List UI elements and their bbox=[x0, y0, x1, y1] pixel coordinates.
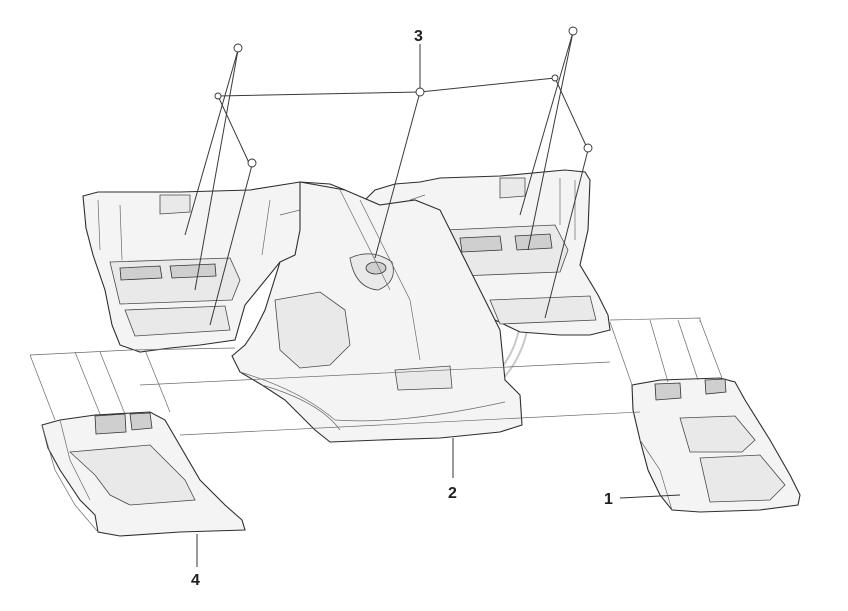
explosion-guide-lines bbox=[29, 317, 723, 436]
clip-icon bbox=[551, 74, 559, 82]
clip-icon bbox=[214, 92, 222, 100]
clip-icon bbox=[233, 43, 243, 53]
callout-leaders bbox=[196, 44, 681, 567]
clip-icon bbox=[247, 158, 257, 168]
fastener-clips bbox=[214, 26, 593, 168]
callout-1: 1 bbox=[604, 491, 613, 508]
clip-icon bbox=[583, 143, 593, 153]
front-right-floor-mat bbox=[631, 377, 801, 513]
front-left-floor-mat bbox=[41, 411, 246, 537]
callout-4: 4 bbox=[191, 572, 200, 589]
rear-floor-mat-left bbox=[82, 181, 361, 353]
clip-icon bbox=[415, 87, 425, 97]
clip-icon bbox=[568, 26, 578, 36]
callout-3: 3 bbox=[414, 28, 423, 45]
callout-2: 2 bbox=[448, 485, 457, 502]
